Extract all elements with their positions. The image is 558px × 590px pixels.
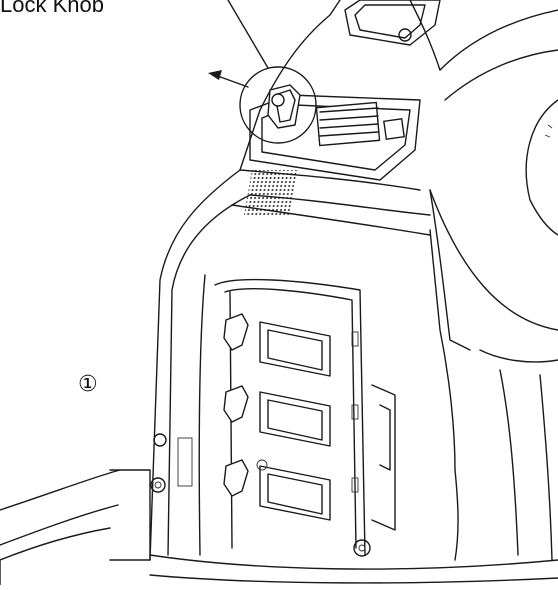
bay-panel bbox=[150, 274, 396, 557]
base-platform bbox=[0, 469, 558, 586]
device-body bbox=[149, 0, 558, 561]
card-slot-area bbox=[208, 0, 421, 181]
speaker-grille bbox=[244, 170, 298, 215]
lock-knob-label: Lock Knob bbox=[0, 0, 104, 17]
top-slot bbox=[344, 0, 441, 46]
step-number-marker: ① bbox=[78, 372, 98, 397]
